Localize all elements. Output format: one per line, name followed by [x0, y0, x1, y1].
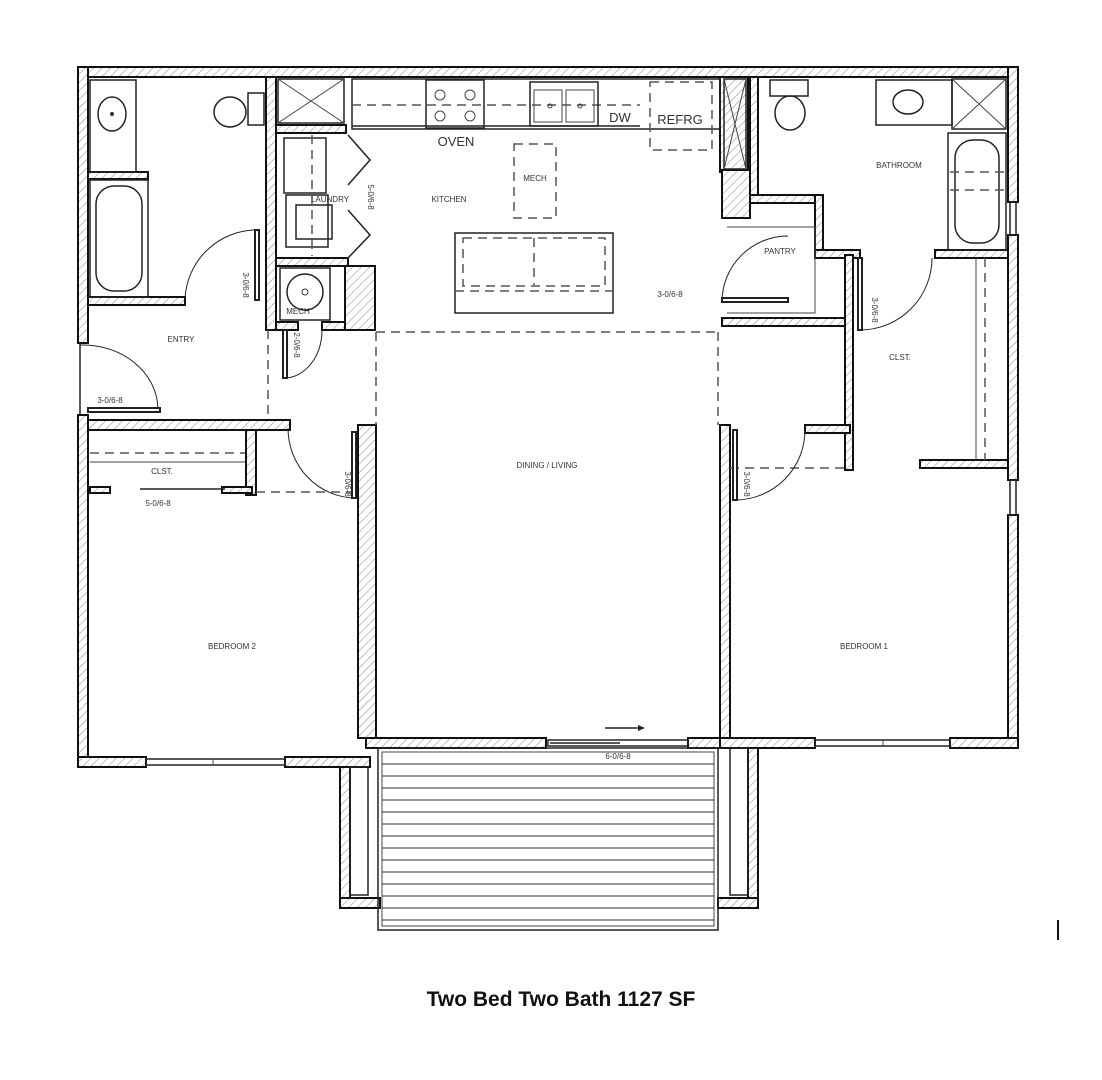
sliding-door	[547, 739, 689, 747]
bathroom-label: BATHROOM	[876, 161, 922, 170]
door-size-pantry: 3-0/6-8	[657, 290, 683, 299]
bathtub-icon	[954, 139, 1000, 244]
bedroom1-label: BEDROOM 1	[840, 642, 889, 651]
closet-bed1-label: CLST.	[889, 353, 911, 362]
door-size-closet-bed2: 5-0/6-8	[145, 499, 171, 508]
kitchen-island	[454, 232, 614, 314]
refrigerator-icon	[649, 81, 713, 151]
sink-icon	[892, 89, 924, 115]
sink-icon	[97, 96, 127, 132]
laundry-label: LAUNDRY	[311, 195, 350, 204]
kitchen-label: KITCHEN	[431, 195, 466, 204]
balcony	[339, 747, 759, 931]
zone-lines	[256, 330, 845, 493]
labels: OVEN DW REFRG KITCHEN MECH LAUNDRY MECH …	[97, 110, 922, 761]
door-size-bed2: 3-0/6-8	[343, 471, 352, 497]
oven-label: OVEN	[438, 134, 475, 149]
exterior-walls	[77, 66, 1019, 768]
door-size-bath1: 3-0/6-8	[870, 297, 879, 323]
door-size-bed1: 3-0/6-8	[742, 471, 751, 497]
bedroom2-label: BEDROOM 2	[208, 642, 257, 651]
toilet-icon	[213, 96, 247, 128]
oven-icon	[425, 79, 485, 129]
refrigerator-label: REFRG	[657, 112, 703, 127]
doors	[79, 229, 933, 747]
text-cursor	[1057, 920, 1059, 940]
door-size-patio: 6-0/6-8	[605, 752, 631, 761]
mech-closet-label: MECH	[286, 307, 310, 316]
deck	[377, 747, 719, 931]
bathtub-icon	[95, 185, 143, 292]
dining-living-label: DINING / LIVING	[517, 461, 578, 470]
fixtures	[89, 78, 1007, 490]
dishwasher-label: DW	[609, 110, 631, 125]
interior-walls	[87, 76, 1009, 739]
sink-icon	[529, 81, 599, 127]
door-size-laundry: 5-0/6-8	[366, 184, 375, 210]
pantry-label: PANTRY	[764, 247, 796, 256]
mech-kitchen-label: MECH	[523, 174, 547, 183]
windows	[79, 201, 1017, 766]
door-size-bath2: 3-0/6-8	[241, 272, 250, 298]
door-size-entry: 3-0/6-8	[97, 396, 123, 405]
plan-title: Two Bed Two Bath 1127 SF	[426, 988, 696, 1011]
toilet-icon	[774, 95, 806, 131]
entry-label: ENTRY	[168, 335, 196, 344]
closet-bed2-label: CLST.	[151, 467, 173, 476]
door-size-mech: 2-0/6-8	[292, 332, 301, 358]
